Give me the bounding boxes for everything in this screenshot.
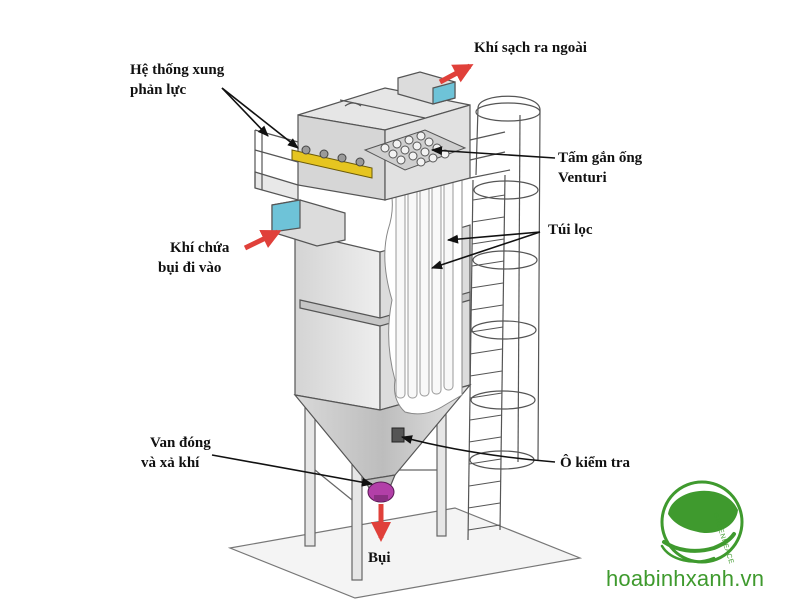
label-filter-bags: Túi lọc (548, 222, 593, 238)
inlet-duct (271, 199, 346, 247)
ladder-cage (467, 95, 541, 541)
flow-arrows (243, 63, 474, 542)
label-dust: Bụi (368, 550, 391, 566)
pulse-jet-manifold (291, 145, 373, 179)
label-venturi-plate-line2: Venturi (558, 170, 607, 186)
label-pulse-system-line2: phản lực (130, 82, 187, 98)
discharge-valve (367, 481, 395, 503)
label-valve-line1: Van đóng (150, 435, 211, 451)
label-pulse-system-line1: Hệ thống xung (130, 62, 225, 78)
inspection-hatch (391, 427, 405, 443)
label-inspection-hatch: Ô kiểm tra (560, 455, 630, 471)
label-dusty-gas-in-line1: Khí chứa (170, 240, 230, 256)
site-watermark: hoabinhxanh.vn (606, 566, 765, 591)
dusty-gas-arrow (243, 229, 282, 251)
leader-lines (211, 87, 556, 487)
label-valve-line2: và xả khí (141, 455, 200, 471)
base-plate (227, 507, 583, 599)
label-venturi-plate-line1: Tấm gắn ống (558, 150, 643, 166)
label-clean-gas-out: Khí sạch ra ngoài (474, 40, 587, 56)
label-dusty-gas-in-line2: bụi đi vào (158, 260, 222, 276)
clean-gas-arrow (438, 63, 474, 85)
greenpeace-logo (660, 480, 744, 564)
